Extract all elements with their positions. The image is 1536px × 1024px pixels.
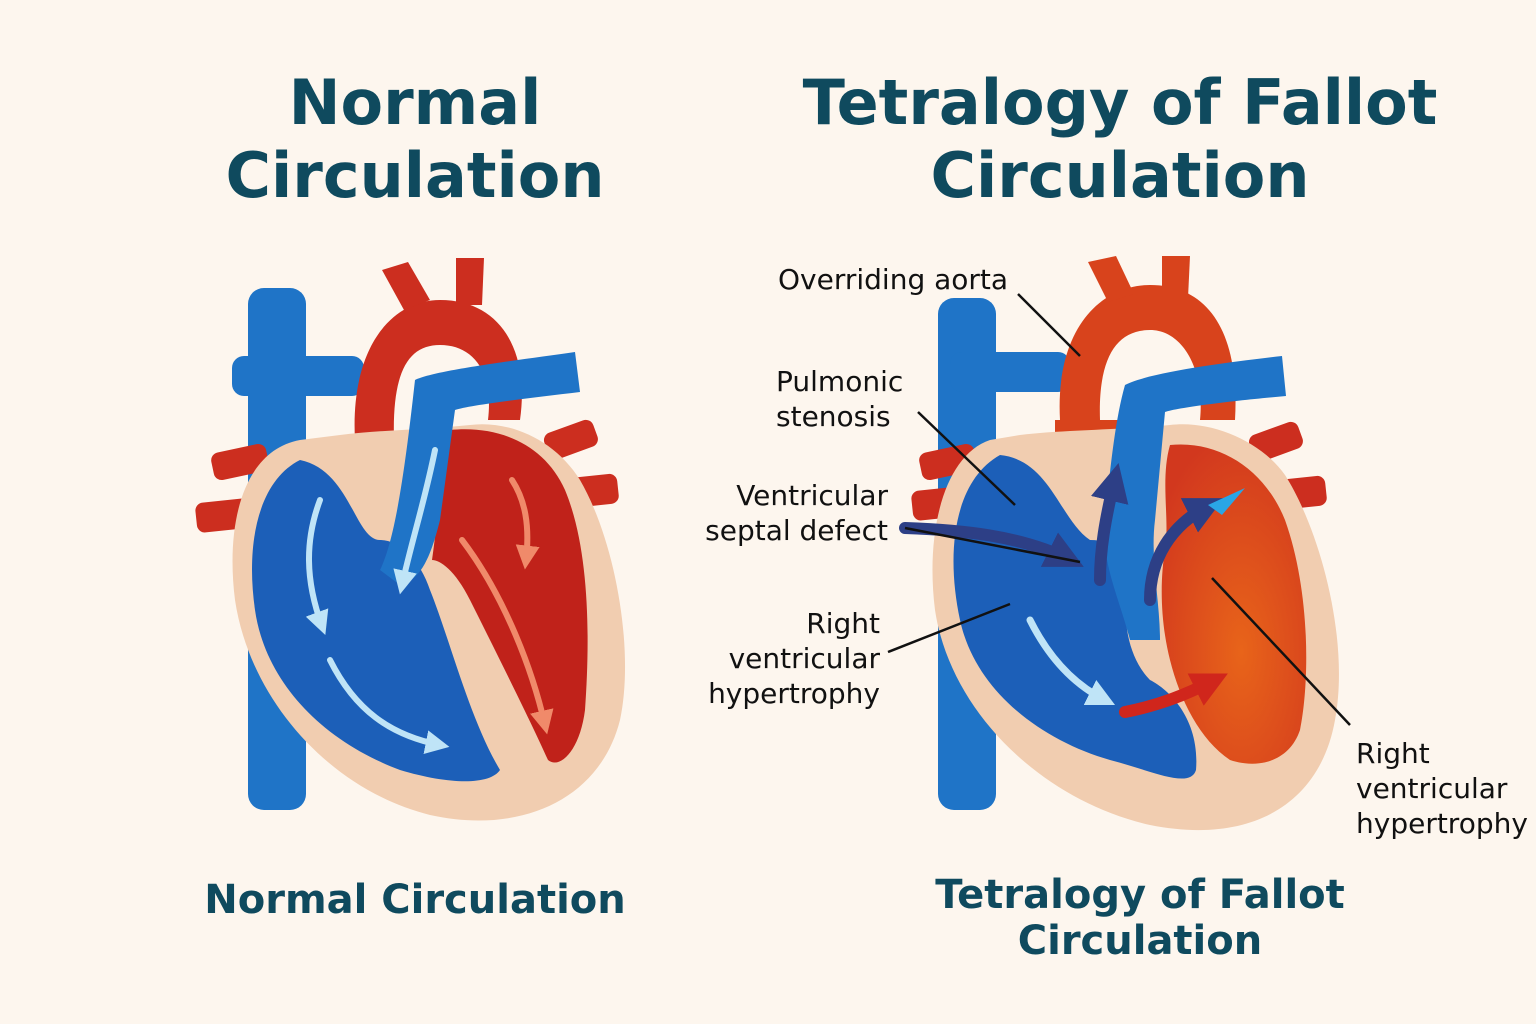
tof-vsd-arrow <box>899 522 1084 567</box>
label-pulmonic-line1: Pulmonic <box>776 365 904 398</box>
leader-rvh-left <box>887 602 1011 654</box>
normal-flow-arrow-4 <box>509 477 540 570</box>
tof-caption-line2: Circulation <box>1017 918 1263 964</box>
leader-overriding-aorta <box>1017 293 1081 357</box>
tof-caption-line1: Tetralogy of Fallot <box>935 872 1345 918</box>
tof-aorta-arrow <box>1090 463 1129 586</box>
tof-aorta-branch-1 <box>1088 256 1134 302</box>
tof-title-line2: Circulation <box>930 139 1310 213</box>
normal-right-vessel-upper <box>543 419 598 460</box>
normal-title-line1: Normal <box>288 66 542 139</box>
label-rvh-right-line3: hypertrophy <box>1356 807 1528 840</box>
normal-vein-branch <box>232 356 364 396</box>
label-rvh-right-line2: ventricular <box>1356 772 1508 805</box>
label-pulmonic-stenosis: Pulmonic stenosis <box>776 364 903 434</box>
tof-aorta-arch <box>1059 285 1236 420</box>
label-rvh-left-line3: hypertrophy <box>708 677 880 710</box>
label-vsd-line2: septal defect <box>705 514 888 547</box>
normal-flow-arrow-2 <box>327 657 450 754</box>
normal-flow-arrow-3 <box>393 447 438 595</box>
label-overriding-aorta: Overriding aorta <box>778 263 1009 296</box>
tof-vein-branch <box>950 352 1070 392</box>
leader-rvh-right <box>1211 577 1351 726</box>
normal-left-ventricle <box>432 429 588 763</box>
label-vsd: Ventricular septal defect <box>704 478 888 548</box>
tof-heart <box>887 256 1351 831</box>
normal-aorta-arch <box>354 300 522 440</box>
label-vsd-line1: Ventricular <box>736 479 888 512</box>
label-rvh-right: Right ventricular hypertrophy <box>1356 736 1528 841</box>
normal-flow-arrow-5 <box>459 537 554 735</box>
normal-caption: Normal Circulation <box>204 877 626 923</box>
normal-pulmonary-vein-upper <box>211 443 269 481</box>
normal-title-line2: Circulation <box>225 139 605 213</box>
normal-aorta-branch-2 <box>456 258 484 305</box>
label-rvh-left-line1: Right <box>806 607 880 640</box>
label-pulmonic-line2: stenosis <box>776 400 891 433</box>
tof-arrow-tip <box>1208 488 1245 515</box>
leader-pulmonic-stenosis <box>917 411 1016 506</box>
tof-right-vessel-upper <box>1248 421 1303 462</box>
leader-vsd <box>904 526 1081 564</box>
normal-flow-arrow-1 <box>305 497 329 636</box>
tof-caption: Tetralogy of Fallot Circulation <box>880 872 1400 964</box>
label-rvh-left: Right ventricular hypertrophy <box>700 606 880 711</box>
label-rvh-left-line2: ventricular <box>728 642 880 675</box>
tof-aorta-branch-2 <box>1162 256 1190 298</box>
tof-title-line1: Tetralogy of Fallot <box>802 66 1438 139</box>
normal-title: Normal Circulation <box>180 66 650 212</box>
normal-aorta-branch-1 <box>382 262 430 310</box>
normal-pulmonary-artery <box>380 352 580 585</box>
normal-right-ventricle <box>252 460 500 782</box>
normal-heart <box>195 258 626 821</box>
label-rvh-right-line1: Right <box>1356 737 1430 770</box>
tof-shunt-arrow <box>1144 498 1224 606</box>
tof-title: Tetralogy of Fallot Circulation <box>790 66 1450 212</box>
tof-flow-arrow-red <box>1119 673 1228 718</box>
tof-flow-arrow-white <box>1026 616 1116 706</box>
